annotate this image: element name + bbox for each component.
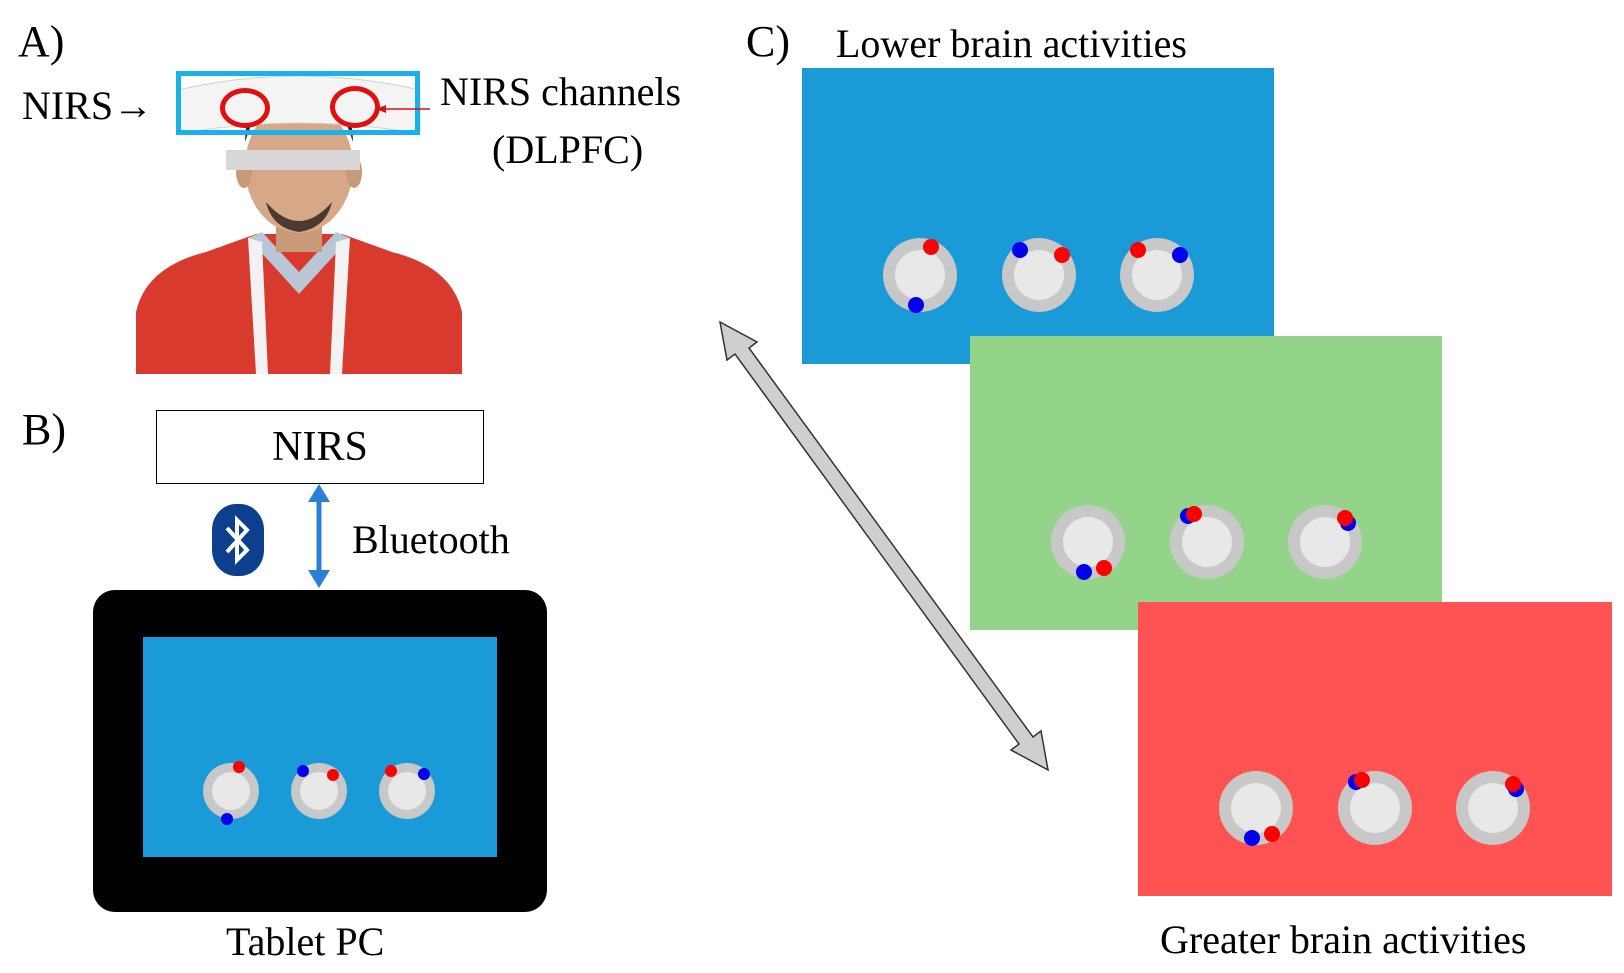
nirs-channels-label: NIRS channels xyxy=(440,69,682,114)
red-feedback-screen xyxy=(1138,602,1612,896)
lower-brain-label: Lower brain activities xyxy=(836,21,1187,66)
dlpfc-label: (DLPFC) xyxy=(492,127,644,172)
channel-right-ring xyxy=(330,86,380,128)
bluetooth-double-arrow xyxy=(306,484,332,588)
tablet-target-3 xyxy=(379,763,435,819)
tablet-target-2 xyxy=(291,763,347,819)
blue-feedback-screen xyxy=(802,68,1274,364)
nirs-device-box: NIRS xyxy=(156,410,484,484)
green-feedback-screen xyxy=(970,336,1442,630)
greater-brain-label: Greater brain activities xyxy=(1160,917,1527,962)
panel-b-label: B) xyxy=(22,405,66,454)
bluetooth-icon xyxy=(212,504,264,576)
tablet-target-1 xyxy=(203,761,259,825)
tablet-pc xyxy=(93,590,547,912)
tablet-pc-label: Tablet PC xyxy=(226,919,385,964)
panel-c-label: C) xyxy=(746,17,790,66)
tablet-screen xyxy=(143,637,497,857)
bluetooth-label: Bluetooth xyxy=(352,517,510,562)
nirs-arrow-label: NIRS→ xyxy=(22,83,154,128)
channel-left-ring xyxy=(220,88,270,128)
nirs-highlight-box xyxy=(176,71,420,135)
panel-a-label: A) xyxy=(18,17,65,66)
